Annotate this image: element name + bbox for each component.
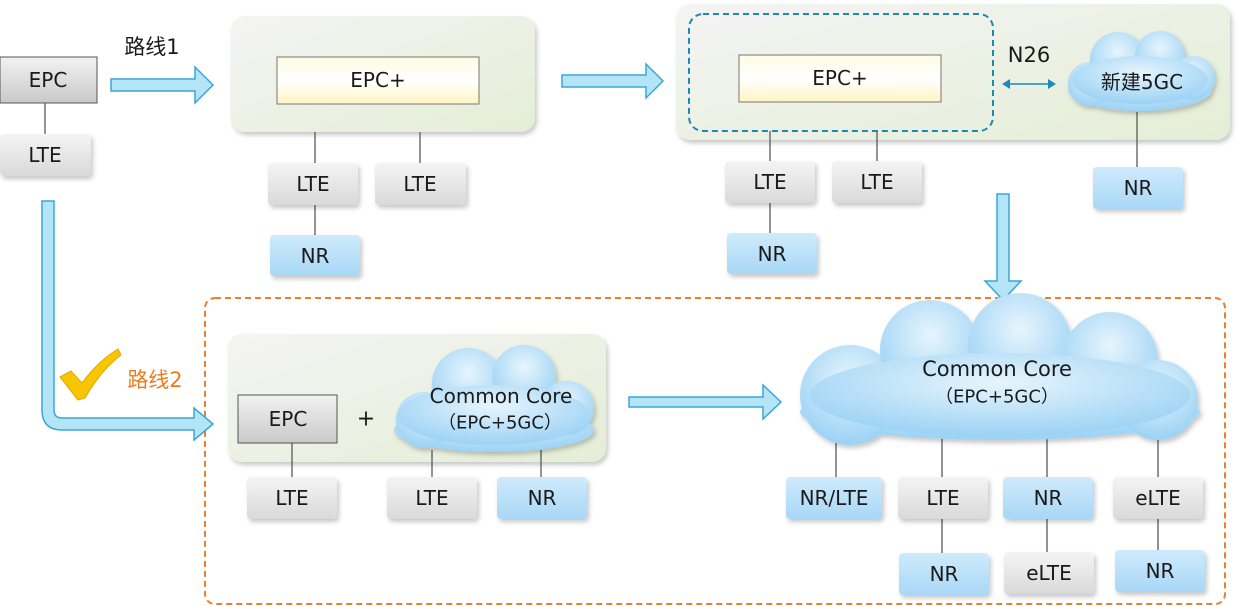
flow-arrows — [41, 62, 1023, 442]
lte-label-top-left: LTE — [28, 143, 61, 167]
cloud-new-5gc — [1068, 31, 1215, 111]
node-box-lte-5 — [247, 477, 337, 519]
dashed-epc-plus-group — [688, 13, 994, 132]
node-box-lte-top-left — [0, 134, 91, 176]
panel-top-right — [676, 4, 1230, 140]
elte-label-1: eLTE — [1135, 486, 1181, 510]
new-5gc-label: 新建5GC — [1101, 70, 1183, 94]
route1-label: 路线1 — [124, 35, 179, 59]
node-box-epc-plus-2 — [738, 54, 942, 103]
n26-double-arrow — [1002, 79, 1056, 89]
common-core-subtitle-large: （EPC+5GC） — [935, 387, 1059, 408]
nr-label-4: NR — [528, 486, 557, 510]
node-box-elte-2 — [1004, 552, 1094, 594]
lte-label-1: LTE — [296, 172, 329, 196]
node-box-nr-5 — [1003, 477, 1093, 519]
arrow-down-to-common-core — [983, 193, 1023, 302]
node-box-nr-2 — [727, 233, 817, 274]
n26-label: N26 — [1008, 43, 1050, 67]
node-box-lte-7 — [898, 477, 988, 519]
nr-label-3: NR — [1124, 176, 1153, 200]
lte-label-6: LTE — [415, 486, 448, 510]
node-box-nr-1 — [270, 235, 360, 276]
nr-label-5: NR — [1034, 486, 1063, 510]
node-box-nr-3 — [1093, 167, 1183, 209]
epc-label-top: EPC — [29, 68, 68, 92]
arrow-route1 — [110, 65, 215, 105]
nr-label-7: NR — [1146, 559, 1175, 583]
lte-label-7: LTE — [926, 486, 959, 510]
node-box-epc-bottom — [237, 394, 338, 444]
nr-label-1: NR — [301, 244, 330, 268]
lte-label-3: LTE — [753, 170, 786, 194]
node-box-epc-top — [0, 56, 98, 104]
route2-label: 路线2 — [127, 368, 182, 392]
epc-plus-label-2: EPC+ — [812, 66, 867, 90]
nr-label-6: NR — [930, 562, 959, 586]
node-box-lte-4 — [832, 161, 922, 203]
nr-label-2: NR — [758, 242, 787, 266]
dashed-target-region — [204, 297, 1226, 605]
node-box-nr-7 — [1115, 550, 1205, 592]
connector-lines — [44, 103, 1159, 553]
elte-label-2: eLTE — [1026, 561, 1072, 585]
arrow-bottom-middle — [628, 383, 783, 421]
cloud-common-core-small — [394, 345, 594, 452]
node-box-lte-6 — [387, 477, 477, 519]
arrow-route2 — [41, 200, 215, 442]
node-box-nr-6 — [899, 553, 989, 595]
node-box-elte-1 — [1113, 477, 1203, 519]
epc-plus-label-1: EPC+ — [350, 68, 405, 92]
lte-label-5: LTE — [275, 486, 308, 510]
node-box-lte-1 — [268, 163, 358, 205]
common-core-title-small: Common Core — [430, 384, 573, 408]
epc-label-bottom: EPC — [269, 407, 308, 431]
nr-lte-label: NR/LTE — [800, 486, 869, 510]
node-box-nr-4 — [497, 477, 587, 519]
common-core-title-large: Common Core — [922, 357, 1072, 381]
common-core-subtitle-small: （EPC+5GC） — [438, 413, 562, 434]
plus-sign: + — [357, 407, 375, 432]
node-box-lte-3 — [725, 161, 815, 203]
lte-label-2: LTE — [403, 172, 436, 196]
check-icon — [59, 348, 122, 401]
cloud-common-core-large — [800, 293, 1200, 445]
lte-label-4: LTE — [860, 170, 893, 194]
arrow-top-middle-to-right — [561, 62, 665, 100]
node-box-lte-2 — [375, 163, 466, 205]
node-box-nr-lte — [786, 477, 882, 519]
node-box-epc-plus-1 — [276, 56, 480, 105]
